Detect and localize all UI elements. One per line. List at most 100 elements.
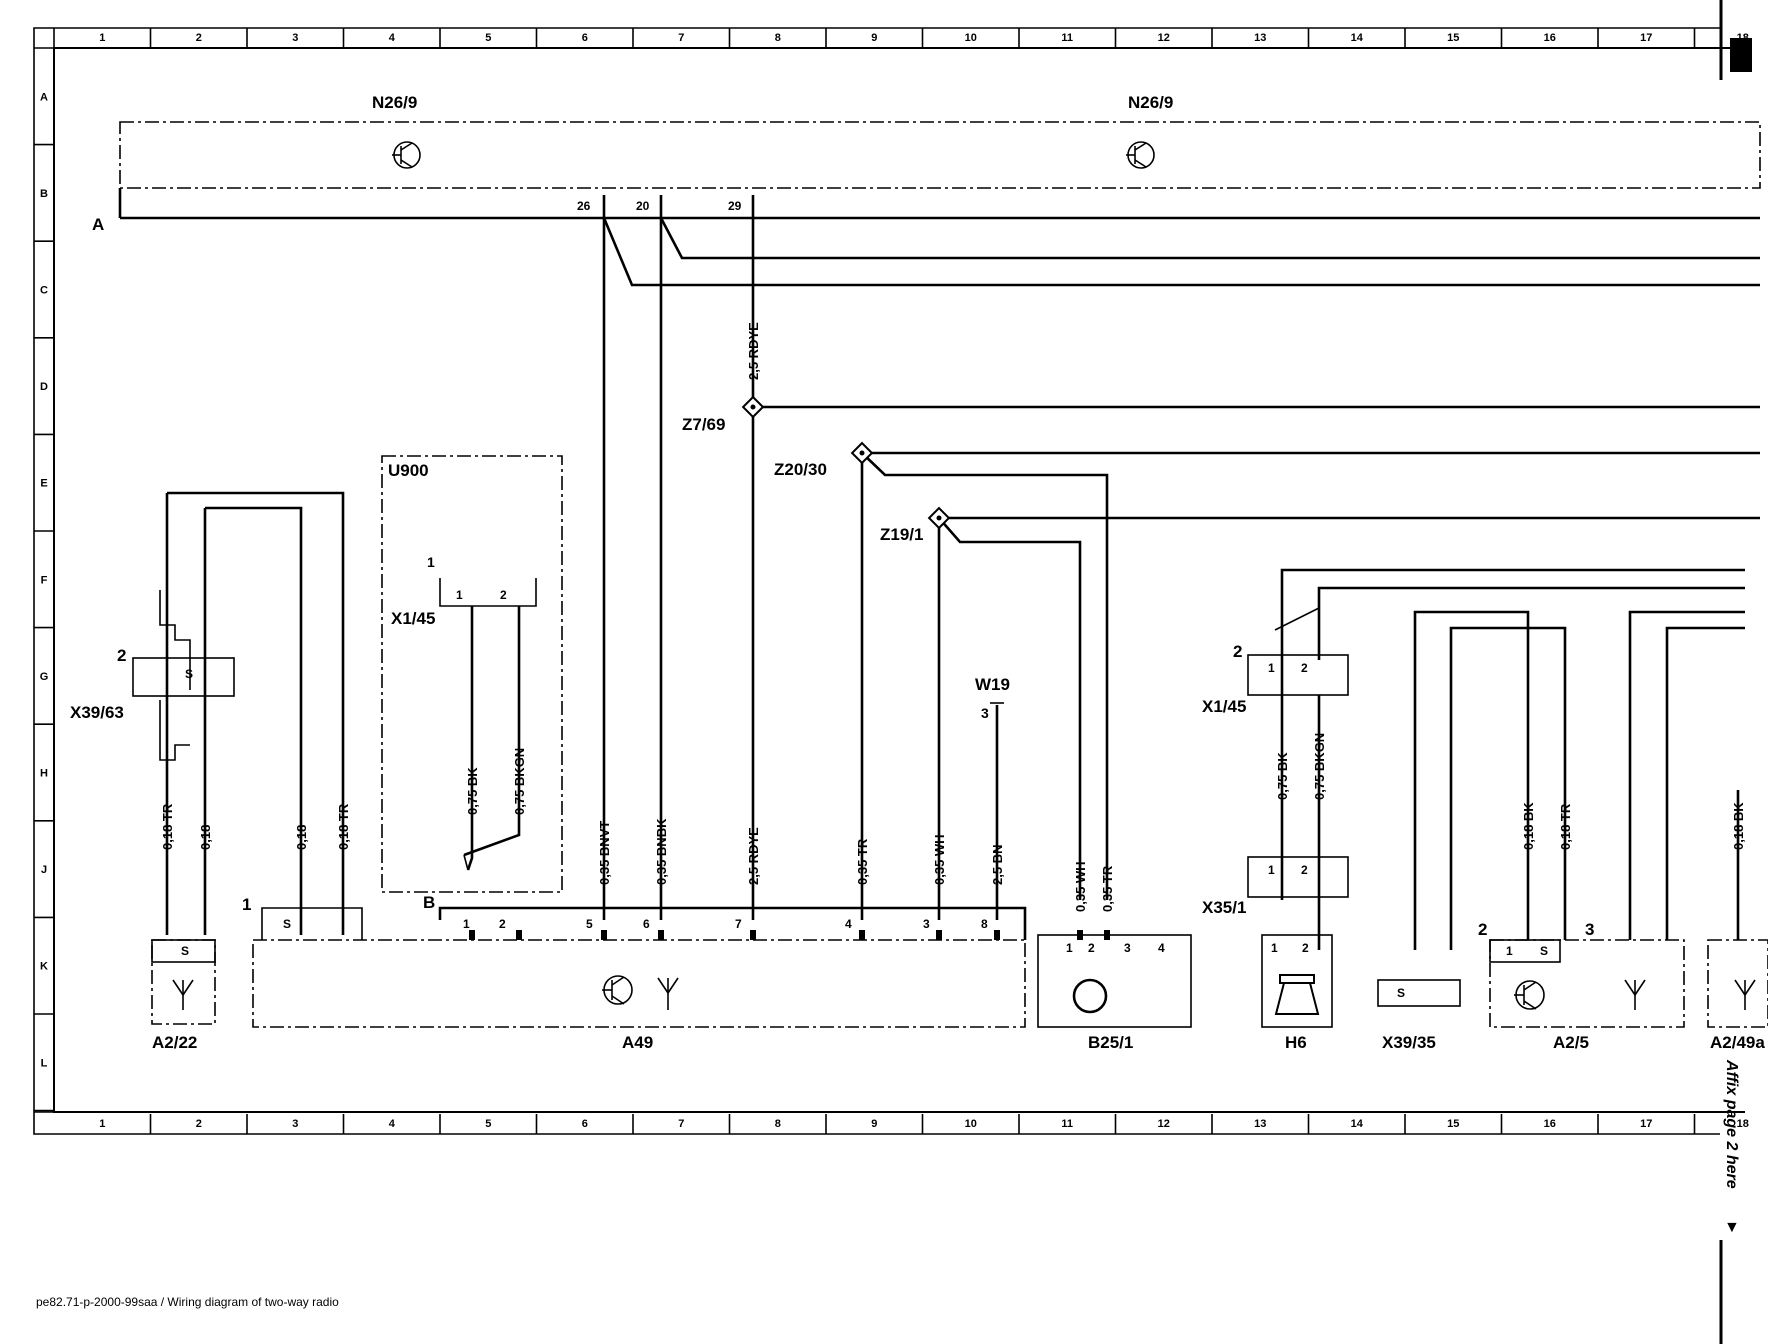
grid-column-label: 17 [1640, 32, 1652, 44]
h6-pin2: 2 [1302, 941, 1309, 955]
x39-35-label: X39/35 [1382, 1033, 1436, 1052]
grid-column-label: 9 [871, 1118, 877, 1130]
grid-column-label: 7 [678, 32, 684, 44]
wire-label: 0,75 BKGN [512, 748, 527, 815]
grid-row-label: K [40, 961, 48, 973]
wire-label: 2,5 BN [990, 845, 1005, 885]
grid-column-label: 12 [1158, 32, 1170, 44]
splice-z20-30: Z20/30 [774, 441, 874, 479]
x39-63-connector: 2 X39/63 S [70, 491, 345, 935]
grid-column-label: 1 [99, 32, 105, 44]
grid-column-label: 14 [1351, 1118, 1364, 1130]
wire-label: 0,35 WH [932, 834, 947, 885]
a49-pin5: 5 [586, 917, 593, 931]
a2-5-pin3-tag: 3 [1585, 920, 1594, 939]
a49-pin1: 1 [463, 917, 470, 931]
wire-label: 0,35 WH [1073, 861, 1088, 912]
z20-30-label: Z20/30 [774, 460, 827, 479]
grid-column-label: 13 [1254, 1118, 1266, 1130]
grid-column-label: 17 [1640, 1118, 1652, 1130]
a49-connector1-tag: 1 [242, 895, 251, 914]
bus-a: A [92, 188, 1760, 234]
grid-column-label: 11 [1061, 1118, 1073, 1130]
pin-stub [1104, 930, 1110, 940]
grid-column-label: 5 [485, 1118, 491, 1130]
z7-69-label: Z7/69 [682, 415, 725, 434]
n26-9-label-left: N26/9 [372, 93, 417, 112]
wire-label: 0,35 BNVT [597, 821, 612, 885]
wire-label: 0,35 TR [1100, 865, 1115, 912]
wire-label: 0,35 BNBK [654, 818, 669, 885]
transistor-icon [392, 141, 421, 169]
antenna-icon [1734, 979, 1756, 1010]
h6-speaker-group: 2 X1/45 1 2 X35/1 1 2 1 2 H6 [1202, 568, 1745, 1052]
grid-row-label: J [41, 864, 47, 876]
a49-pin-stubs [469, 930, 1110, 940]
grid-column-label: 2 [196, 1118, 202, 1130]
x39-63-pin2-tag: 2 [117, 646, 126, 665]
pin-stub [469, 930, 475, 940]
grid-row-label: B [40, 188, 48, 200]
transistor-icon [1126, 141, 1155, 169]
pin-20-label: 20 [636, 199, 650, 213]
grid-column-label: 9 [871, 32, 877, 44]
splice-z7-69: Z7/69 [682, 395, 765, 434]
n26-9-module: N26/9 N26/9 26 20 29 [119, 93, 1761, 213]
a49-shield: S [283, 917, 291, 931]
wire-label: 0,18 TR [160, 803, 175, 850]
antenna-icon [1624, 979, 1646, 1010]
a49-pin8: 8 [981, 917, 988, 931]
wire-label: 0,75 BKGN [1312, 733, 1327, 800]
a49-radio-unit: A49 B 1 S 1 2 5 6 7 4 3 8 [242, 893, 1027, 1052]
wire-label: 0,18 [198, 825, 213, 850]
grid-column-label: 18 [1737, 1118, 1749, 1130]
grid-column-label: 15 [1447, 1118, 1459, 1130]
x1-45-right-pin2-tag: 2 [1233, 642, 1242, 661]
a49-pin3: 3 [923, 917, 930, 931]
transistor-icon [1514, 980, 1545, 1010]
splice-z19-1: Z19/1 [880, 506, 951, 544]
x1-45-r-pin2: 2 [1301, 661, 1308, 675]
h6-pin1: 1 [1271, 941, 1278, 955]
drawing-frame [33, 27, 1745, 1135]
pin-stub [516, 930, 522, 940]
pin-stub [601, 930, 607, 940]
n26-9-label-right: N26/9 [1128, 93, 1173, 112]
a49-pin4: 4 [845, 917, 852, 931]
wire-label: 0,18 TR [1558, 803, 1573, 850]
h6-label: H6 [1285, 1033, 1307, 1052]
a2-5-antenna: 2 3 1 S A2/5 [1478, 610, 1745, 1052]
page-binding-edge [1719, 0, 1752, 1344]
grid-row-label: F [41, 574, 48, 586]
grid-row-label: D [40, 381, 48, 393]
grid-column-label: 14 [1351, 32, 1364, 44]
grid-column-label: 13 [1254, 32, 1266, 44]
grid-column-label: 16 [1544, 32, 1556, 44]
x1-45-right-label: X1/45 [1202, 697, 1246, 716]
a49-pin2: 2 [499, 917, 506, 931]
pin-stub [936, 930, 942, 940]
pin-stub [994, 930, 1000, 940]
b25-1-label: B25/1 [1088, 1033, 1133, 1052]
u900-label: U900 [388, 461, 429, 480]
x1-45-pin2: 2 [500, 588, 507, 602]
a2-22-shield: S [181, 944, 189, 958]
wire-label: 0,18 TR [336, 803, 351, 850]
u900-module: U900 X1/45 1 1 2 [381, 455, 563, 893]
a2-5-label: A2/5 [1553, 1033, 1589, 1052]
x1-45-pin1-tag: 1 [427, 554, 435, 570]
grid-column-label: 4 [389, 32, 396, 44]
b25-pin1: 1 [1066, 941, 1073, 955]
antenna-icon [657, 977, 679, 1010]
w19-label: W19 [975, 675, 1010, 694]
grid-column-label: 2 [196, 32, 202, 44]
microphone-icon [1072, 978, 1108, 1014]
pin-stub [658, 930, 664, 940]
a49-pin6: 6 [643, 917, 650, 931]
wire-label: 2,5 RDYE [746, 827, 761, 885]
wire-label: 0,18 BK [1731, 802, 1746, 850]
grid-column-label: 11 [1061, 32, 1073, 44]
